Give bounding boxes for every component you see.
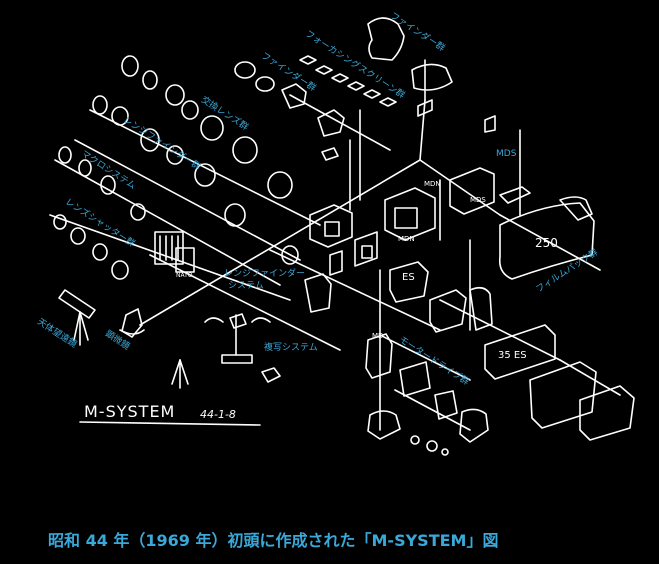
bellows-unit xyxy=(154,231,195,273)
diagram-title: M-SYSTEM xyxy=(84,402,176,421)
mark-mdn: MDN xyxy=(398,235,415,243)
axis-lines xyxy=(49,59,621,431)
focusing-screens xyxy=(299,55,397,107)
mark-es: ES xyxy=(402,272,415,283)
label-rangefinder-system-1: レンジファインダー xyxy=(224,269,306,279)
film-pack-group xyxy=(484,324,635,441)
caption: 昭和 44 年（1969 年）初頭に作成された「M-SYSTEM」図 xyxy=(48,531,499,550)
copy-stand xyxy=(171,313,281,389)
mark-mdn-lower: MDN xyxy=(424,180,441,188)
title-underline xyxy=(79,421,261,426)
mark-nato: NATO xyxy=(176,272,193,279)
label-rangefinder-system-2: システム xyxy=(228,281,264,291)
mark-md: MD xyxy=(372,332,384,340)
back-250 xyxy=(498,196,595,280)
astronomical-telescope xyxy=(58,289,96,346)
mark-mds: MDS xyxy=(470,196,486,204)
es-back xyxy=(429,286,493,333)
camera-body xyxy=(304,187,436,313)
diagram-date: 44-1-8 xyxy=(200,408,236,421)
finder-group-left xyxy=(234,61,496,161)
label-mds: MDS xyxy=(496,149,517,159)
mds-unit xyxy=(449,167,531,215)
lens-rows xyxy=(53,55,299,280)
label-copy-system: 複写システム xyxy=(264,343,318,353)
microscope xyxy=(119,308,145,338)
mark-250: 250 xyxy=(535,236,558,250)
finder-prisms-top xyxy=(367,17,453,117)
motor-drive-group xyxy=(365,333,489,456)
mark-35es: 35 ES xyxy=(498,350,527,361)
